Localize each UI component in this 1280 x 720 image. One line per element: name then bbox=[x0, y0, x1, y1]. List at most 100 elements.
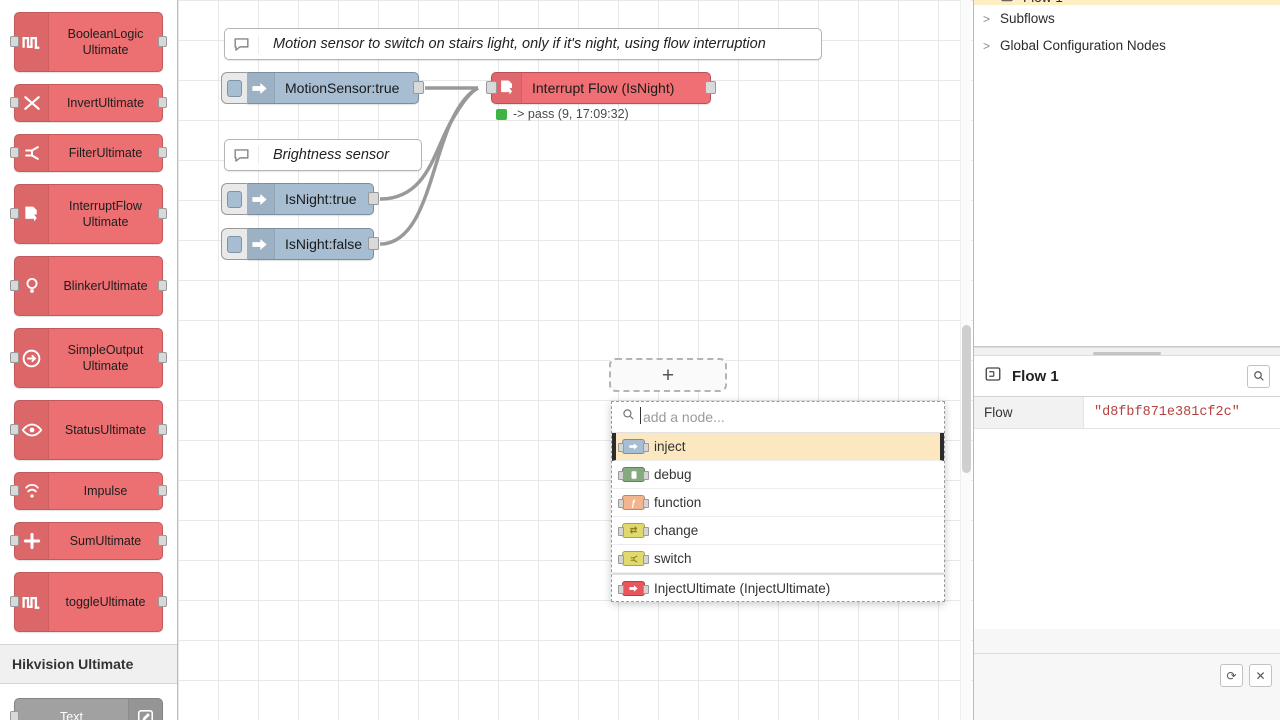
input-port[interactable] bbox=[10, 280, 19, 291]
chevron-right-icon[interactable]: > bbox=[982, 0, 991, 4]
type-search-item-change[interactable]: ⇄ change bbox=[612, 517, 944, 545]
output-port[interactable] bbox=[158, 352, 167, 363]
flow-node-isnight-false[interactable]: IsNight:false bbox=[221, 228, 379, 260]
chevron-right-icon[interactable]: > bbox=[982, 11, 990, 26]
input-port[interactable] bbox=[10, 97, 19, 108]
type-search-dialog[interactable]: add a node... inject debug ƒ function ⇄ bbox=[611, 401, 945, 602]
output-port[interactable] bbox=[158, 485, 167, 496]
type-search-item-label: change bbox=[654, 523, 699, 538]
plus-icon bbox=[15, 523, 49, 559]
palette-node-booleanlogic-ultimate[interactable]: BooleanLogic Ultimate bbox=[10, 12, 167, 72]
palette-node-blinkerultimate[interactable]: BlinkerUltimate bbox=[10, 256, 167, 316]
quick-add-placeholder[interactable]: + bbox=[609, 358, 727, 392]
interrupt-flow-icon bbox=[15, 185, 49, 243]
inject-arrow-icon bbox=[245, 73, 275, 103]
output-port[interactable] bbox=[158, 36, 167, 47]
input-port[interactable] bbox=[10, 208, 19, 219]
info-sidebar[interactable]: > Flow 1 > Subflows > Global Configurati… bbox=[973, 0, 1280, 720]
flow-node-isnight-true[interactable]: IsNight:true bbox=[221, 183, 379, 215]
input-port[interactable] bbox=[10, 535, 19, 546]
status-text: -> pass (9, 17:09:32) bbox=[513, 107, 629, 121]
canvas-scrollbar[interactable] bbox=[960, 0, 971, 720]
input-port[interactable] bbox=[10, 147, 19, 158]
flow-icon bbox=[984, 365, 1002, 388]
debug-node-chip-icon bbox=[618, 467, 649, 482]
search-button[interactable] bbox=[1247, 364, 1270, 388]
type-search-item-switch[interactable]: switch bbox=[612, 545, 944, 573]
palette-node-label: InterruptFlow Ultimate bbox=[69, 199, 142, 229]
flow-node-interrupt-flow[interactable]: Interrupt Flow (IsNight) bbox=[486, 72, 716, 104]
output-port[interactable] bbox=[158, 424, 167, 435]
palette-node-label: BlinkerUltimate bbox=[63, 279, 148, 293]
inject-arrow-icon bbox=[245, 184, 275, 214]
refresh-button[interactable]: ⟳ bbox=[1220, 664, 1243, 687]
comment-node-brightness[interactable]: Brightness sensor bbox=[224, 139, 422, 171]
comment-text: Motion sensor to switch on stairs light,… bbox=[273, 36, 766, 52]
type-search-item-function[interactable]: ƒ function bbox=[612, 489, 944, 517]
palette-node-label: StatusUltimate bbox=[64, 423, 147, 437]
type-search-item-inject[interactable]: inject bbox=[612, 433, 944, 461]
tree-item-subflows[interactable]: > Subflows bbox=[974, 5, 1280, 32]
output-port[interactable] bbox=[158, 208, 167, 219]
palette-node-filterultimate[interactable]: FilterUltimate bbox=[10, 134, 167, 172]
inject-trigger-button[interactable] bbox=[221, 72, 247, 104]
input-port[interactable] bbox=[10, 485, 19, 496]
output-port[interactable] bbox=[705, 81, 716, 94]
palette-node-interruptflow-ultimate[interactable]: InterruptFlow Ultimate bbox=[10, 184, 167, 244]
input-port[interactable] bbox=[10, 424, 19, 435]
palette-node-simpleoutput-ultimate[interactable]: SimpleOutput Ultimate bbox=[10, 328, 167, 388]
palette-node-statusultimate[interactable]: StatusUltimate bbox=[10, 400, 167, 460]
flow-node-motionsensor[interactable]: MotionSensor:true bbox=[221, 72, 424, 104]
input-port[interactable] bbox=[10, 596, 19, 607]
palette-scroll-area[interactable]: BooleanLogic Ultimate InvertUltimate Fil… bbox=[0, 0, 177, 720]
lightbulb-icon bbox=[15, 257, 49, 315]
palette-node-toggleultimate[interactable]: toggleUltimate bbox=[10, 572, 167, 632]
type-search-item-debug[interactable]: debug bbox=[612, 461, 944, 489]
inject-trigger-button[interactable] bbox=[221, 228, 247, 260]
node-search-input[interactable]: add a node... bbox=[612, 402, 944, 433]
input-port[interactable] bbox=[10, 352, 19, 363]
property-value: "d8fbf871e381cf2c" bbox=[1094, 405, 1240, 420]
signal-wave-icon bbox=[15, 473, 49, 509]
output-port[interactable] bbox=[413, 81, 424, 94]
output-port[interactable] bbox=[158, 147, 167, 158]
comment-node-description[interactable]: Motion sensor to switch on stairs light,… bbox=[224, 28, 822, 60]
input-port[interactable] bbox=[486, 81, 497, 94]
status-dot-icon bbox=[496, 108, 507, 120]
type-search-item-label: function bbox=[654, 495, 702, 510]
output-port[interactable] bbox=[368, 237, 379, 250]
type-search-item-injectultimate[interactable]: InjectUltimate (InjectUltimate) bbox=[612, 573, 944, 601]
chevron-right-icon[interactable]: > bbox=[982, 38, 990, 53]
output-port[interactable] bbox=[158, 280, 167, 291]
close-button[interactable]: ✕ bbox=[1249, 664, 1272, 687]
input-port[interactable] bbox=[10, 36, 19, 47]
type-search-item-label: InjectUltimate (InjectUltimate) bbox=[654, 580, 831, 596]
flow-tree[interactable]: > Flow 1 > Subflows > Global Configurati… bbox=[974, 0, 1280, 347]
palette-node-impulse[interactable]: Impulse bbox=[10, 472, 167, 510]
comment-icon bbox=[225, 34, 259, 54]
flow-node-label: IsNight:true bbox=[285, 191, 357, 207]
property-key: Flow bbox=[974, 397, 1084, 428]
palette-node-invertultimate[interactable]: InvertUltimate bbox=[10, 84, 167, 122]
sidebar-resize-grip[interactable] bbox=[974, 347, 1280, 356]
output-port[interactable] bbox=[368, 192, 379, 205]
output-port[interactable] bbox=[158, 535, 167, 546]
node-palette[interactable]: BooleanLogic Ultimate InvertUltimate Fil… bbox=[0, 0, 178, 720]
output-port[interactable] bbox=[158, 97, 167, 108]
palette-category-hikvision-ultimate[interactable]: Hikvision Ultimate bbox=[0, 644, 177, 684]
palette-node-label: toggleUltimate bbox=[65, 595, 146, 609]
function-node-chip-icon: ƒ bbox=[618, 495, 649, 510]
canvas-scrollbar-thumb[interactable] bbox=[962, 325, 971, 473]
flow-canvas[interactable]: Motion sensor to switch on stairs light,… bbox=[178, 0, 973, 720]
shuffle-icon bbox=[15, 85, 49, 121]
palette-node-text[interactable]: Text bbox=[10, 698, 163, 720]
input-port[interactable] bbox=[10, 711, 19, 720]
palette-node-label: FilterUltimate bbox=[68, 146, 143, 160]
info-panel-title: Flow 1 bbox=[1012, 367, 1059, 385]
tree-item-flow-1[interactable]: > Flow 1 bbox=[974, 0, 1280, 5]
tree-item-global-configuration-nodes[interactable]: > Global Configuration Nodes bbox=[974, 32, 1280, 59]
palette-node-sumultimate[interactable]: SumUltimate bbox=[10, 522, 167, 560]
output-port[interactable] bbox=[158, 596, 167, 607]
palette-node-label: SumUltimate bbox=[69, 534, 142, 548]
inject-trigger-button[interactable] bbox=[221, 183, 247, 215]
